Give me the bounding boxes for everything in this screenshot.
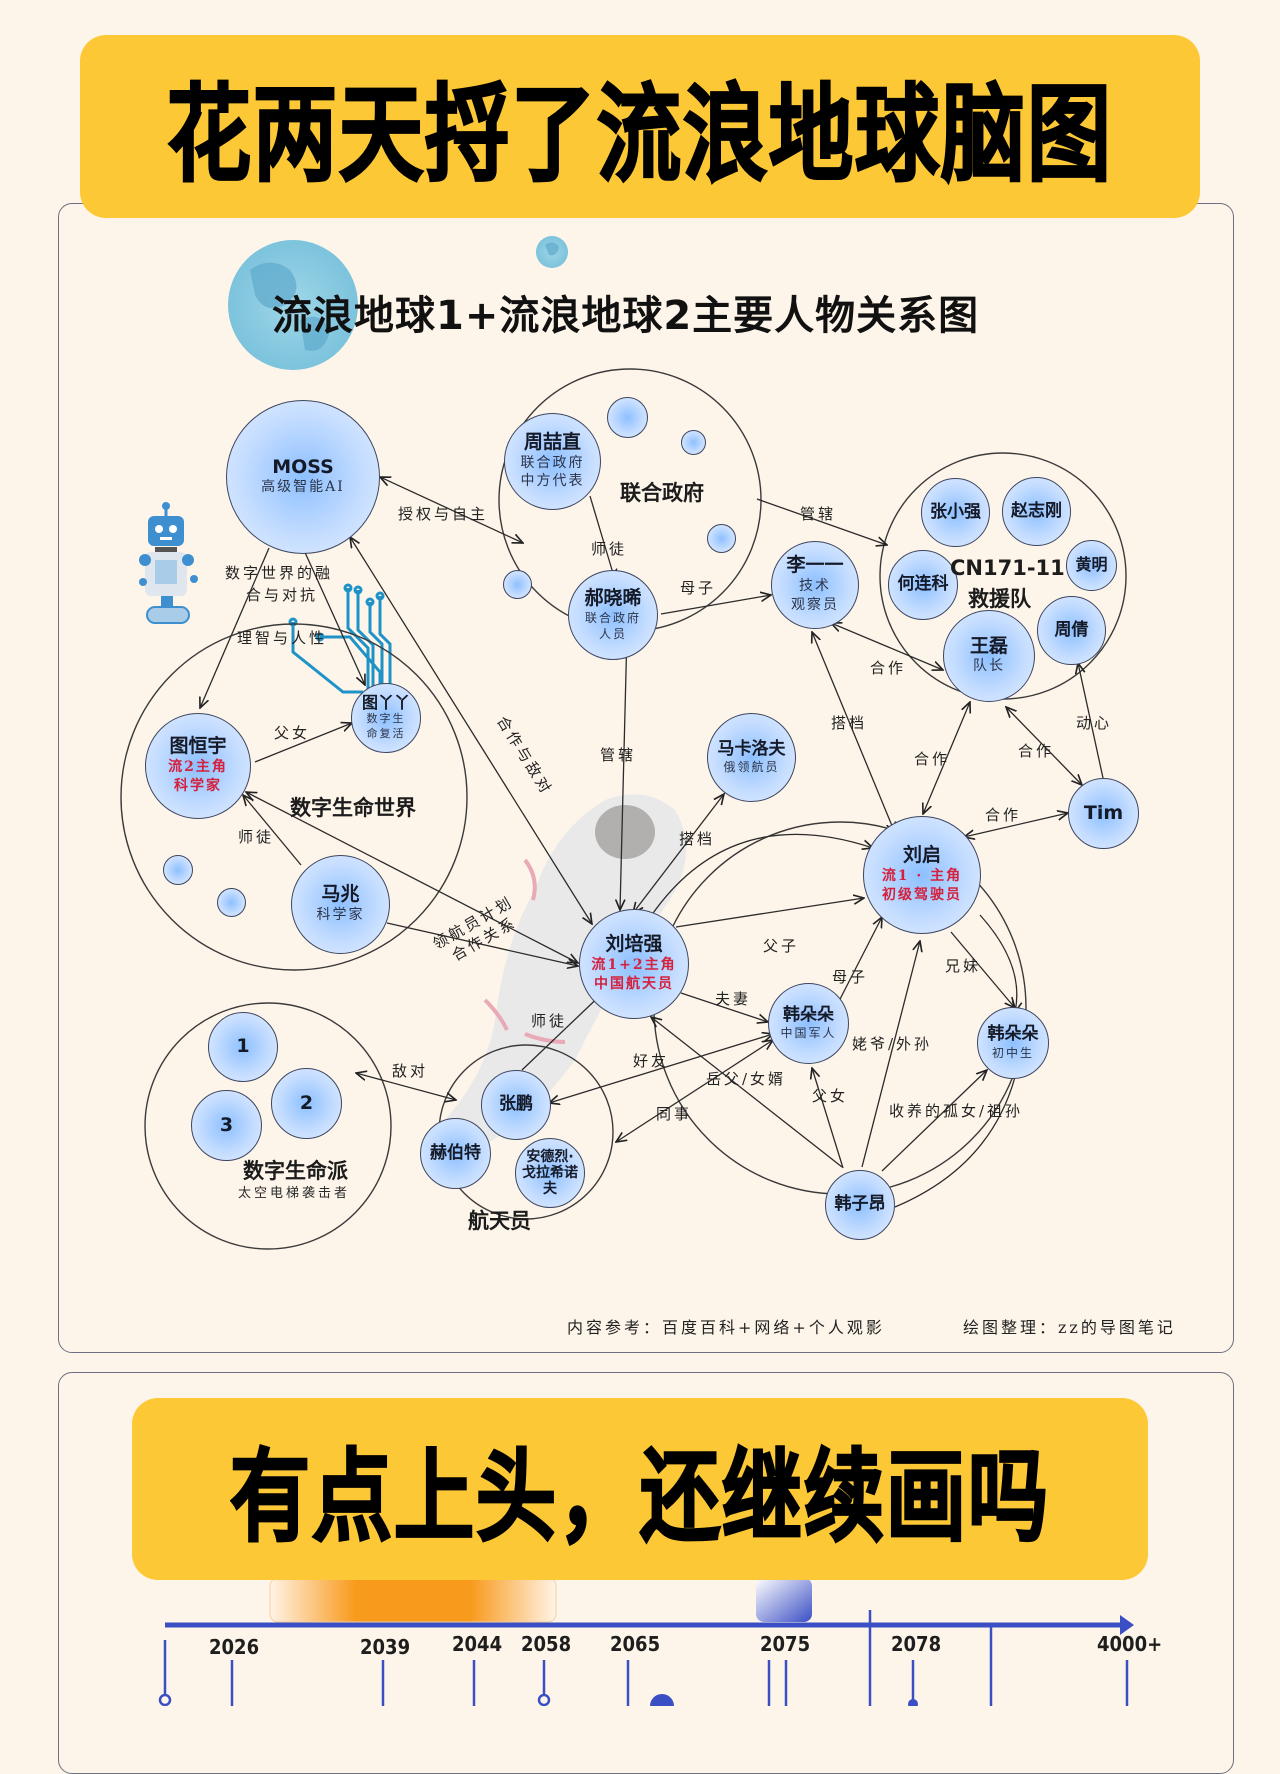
timeline-year: 4000+ <box>1097 1632 1163 1657</box>
edge-label: 敌对 <box>392 1062 429 1080</box>
node-haoxiaoxi[interactable]: 郝晓晞 联合政府 人员 <box>568 570 658 660</box>
node-hebote[interactable]: 赫伯特 <box>420 1118 491 1189</box>
edge-label: 父女 <box>812 1087 849 1105</box>
node-mazhao[interactable]: 马兆 科学家 <box>291 855 390 954</box>
edge-label: 动心 <box>1076 714 1113 732</box>
node-hanziang[interactable]: 韩子昂 <box>825 1170 895 1240</box>
edge-label: 兄妹 <box>945 957 982 975</box>
node-handuoduo-soldier[interactable]: 韩朵朵 中国军人 <box>768 983 849 1064</box>
footer-banner: 有点上头，还继续画吗 <box>132 1398 1148 1580</box>
timeline-year: 2058 <box>521 1632 572 1657</box>
timeline-year: 2026 <box>209 1635 260 1660</box>
node-placeholder <box>681 430 706 455</box>
edge-label: 合作 <box>914 750 951 768</box>
node-placeholder <box>503 570 532 599</box>
header-title: 花两天捋了流浪地球脑图 <box>166 72 1113 197</box>
group-label-rescue: 救援队 <box>968 587 1031 611</box>
edge-label: 收养的孤女/祖孙 <box>889 1102 1024 1120</box>
node-moss[interactable]: MOSS 高级智能AI <box>226 400 380 554</box>
edge-label: 合作 <box>1018 742 1055 760</box>
edge-label: 合作 <box>870 659 907 677</box>
node-tuyaya[interactable]: 图丫丫 数字生 命复活 <box>351 683 421 753</box>
edge-label: 合作 <box>985 806 1022 824</box>
edge-label: 理智与人性 <box>237 629 328 647</box>
node-zhangpeng[interactable]: 张鹏 <box>481 1070 551 1140</box>
node-wanglei[interactable]: 王磊 队长 <box>943 610 1035 702</box>
edge-label: 搭档 <box>679 830 716 848</box>
node-zhaozhigang[interactable]: 赵志刚 <box>1002 477 1071 546</box>
edge-label: 师徒 <box>238 828 275 846</box>
edge-label: 数字世界的融 <box>225 564 334 582</box>
node-faction-2[interactable]: 2 <box>271 1068 342 1139</box>
node-liupeiqiang[interactable]: 刘培强 流1+2主角 中国航天员 <box>579 909 689 1019</box>
node-placeholder <box>707 524 736 553</box>
group-label-astronauts: 航天员 <box>468 1209 531 1233</box>
edge-label: 好友 <box>633 1052 670 1070</box>
group-label-digital-world: 数字生命世界 <box>290 796 416 820</box>
edge-label: 父子 <box>763 937 800 955</box>
node-handuoduo-student[interactable]: 韩朵朵 初中生 <box>977 1007 1049 1079</box>
edge-label: 同事 <box>656 1105 693 1123</box>
timeline-year: 2044 <box>452 1632 503 1657</box>
footer-banner-title: 有点上头，还继续画吗 <box>229 1438 1050 1557</box>
node-makaluofu[interactable]: 马卡洛夫 俄领航员 <box>707 713 796 802</box>
node-liyiyi[interactable]: 李一一 技术 观察员 <box>771 541 859 629</box>
node-faction-1[interactable]: 1 <box>208 1012 278 1082</box>
diagram-title: 流浪地球1+流浪地球2主要人物关系图 <box>272 293 980 339</box>
edge-label: 母子 <box>680 579 717 597</box>
credit-author: 绘图整理：zz的导图笔记 <box>963 1318 1176 1337</box>
timeline-year: 2039 <box>360 1635 411 1660</box>
edge-label: 管辖 <box>600 746 637 764</box>
node-placeholder <box>607 397 648 438</box>
timeline-year: 2065 <box>610 1632 661 1657</box>
node-placeholder <box>163 855 193 885</box>
node-tim[interactable]: Tim <box>1068 778 1139 849</box>
group-label-digital-faction: 数字生命派 <box>243 1159 348 1183</box>
edge-label: 师徒 <box>531 1012 568 1030</box>
edge-label: 夫妻 <box>715 990 752 1008</box>
edge-label: 合与对抗 <box>246 586 319 604</box>
timeline-year: 2075 <box>760 1632 811 1657</box>
node-helianke[interactable]: 何连科 <box>888 550 958 620</box>
edge-label: 搭档 <box>831 714 868 732</box>
edge-label: 岳父/女婿 <box>706 1070 787 1088</box>
node-zhangxiaoqiang[interactable]: 张小强 <box>921 478 990 547</box>
node-andrei[interactable]: 安德烈· 戈拉希诺 夫 <box>515 1138 585 1208</box>
edge-label: 母子 <box>832 968 869 986</box>
node-zhouqian[interactable]: 周倩 <box>1037 596 1106 665</box>
edge-label: 姥爷/外孙 <box>852 1035 933 1053</box>
edge-label: 父女 <box>274 724 311 742</box>
node-tuhengyu[interactable]: 图恒宇 流2主角 科学家 <box>145 713 251 819</box>
edge-label: 授权与自主 <box>398 505 489 523</box>
timeline-year: 2078 <box>891 1632 942 1657</box>
node-placeholder <box>217 888 246 917</box>
edge-label: 管辖 <box>800 505 837 523</box>
group-label-un-gov: 联合政府 <box>620 481 704 505</box>
node-faction-3[interactable]: 3 <box>191 1090 262 1161</box>
group-sublabel-digital-faction: 太空电梯袭击者 <box>238 1186 351 1201</box>
node-zhouzhe[interactable]: 周喆直 联合政府 中方代表 <box>504 413 601 510</box>
header-banner: 花两天捋了流浪地球脑图 <box>80 35 1200 218</box>
credit-source: 内容参考：百度百科+网络+个人观影 <box>567 1318 885 1337</box>
edge-label: 师徒 <box>591 540 628 558</box>
node-huangming[interactable]: 黄明 <box>1066 540 1117 591</box>
group-label-rescue-code: CN171-11 <box>950 556 1065 580</box>
node-liuqi[interactable]: 刘启 流1 · 主角 初级驾驶员 <box>863 816 981 934</box>
